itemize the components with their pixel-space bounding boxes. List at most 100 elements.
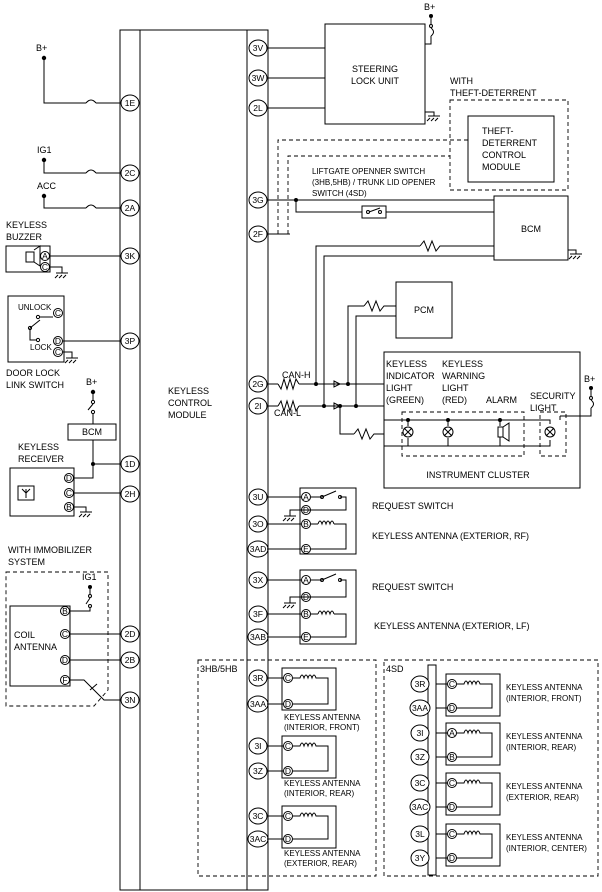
ig1-label-2: IG1 — [82, 572, 97, 582]
pin-2b: 2B — [125, 655, 136, 665]
module-label-3: MODULE — [168, 410, 207, 420]
indicator-label-4: (GREEN) — [386, 395, 424, 405]
sd2-pin-b: B — [449, 752, 455, 762]
warning-label-3: LIGHT — [442, 383, 469, 393]
pin-2d: 2D — [125, 629, 136, 639]
sd-pin-3ac: 3AC — [412, 802, 429, 812]
steering-label-2: LOCK UNIT — [351, 76, 400, 86]
receiver-label-2: RECEIVER — [18, 454, 65, 464]
lf-pin-a: A — [303, 575, 309, 585]
indicator-label-2: INDICATOR — [386, 371, 435, 381]
rf-pin-b: B — [303, 519, 309, 529]
unlock-label: UNLOCK — [18, 303, 52, 312]
lf-pin-b: B — [303, 609, 309, 619]
sd2-pin-a: A — [449, 728, 455, 738]
sd-ant4-label-2: (INTERIOR, CENTER) — [506, 844, 587, 853]
antenna-ext-lf-label: KEYLESS ANTENNA (EXTERIOR, LF) — [374, 621, 530, 631]
pin-2f: 2F — [253, 229, 263, 239]
door-pin-c: C — [55, 308, 61, 318]
liftgate-label-3: SWITCH (4SD) — [312, 189, 367, 198]
indicator-label-3: LIGHT — [386, 383, 413, 393]
pin-3ab: 3AB — [250, 632, 266, 642]
warning-label-1: KEYLESS — [442, 359, 483, 369]
theft-label-1: WITH — [450, 76, 473, 86]
theft-module-label-1: THEFT- — [482, 126, 514, 136]
theft-module-label-2: DETERRENT — [482, 138, 538, 148]
sd4-pin-c: C — [449, 829, 455, 839]
pin-3z: 3Z — [253, 766, 263, 776]
sd-pin-3y: 3Y — [415, 853, 426, 863]
door-switch-label-2: LINK SWITCH — [6, 380, 64, 390]
antenna-ext-rf-label: KEYLESS ANTENNA (EXTERIOR, RF) — [372, 531, 529, 541]
warning-label-4: (RED) — [442, 395, 467, 405]
door-switch-label-1: DOOR LOCK — [6, 368, 60, 378]
lock-label: LOCK — [30, 343, 52, 352]
security-label-2: LIGHT — [530, 403, 557, 413]
pin-3p: 3P — [125, 336, 136, 346]
module-label-2: CONTROL — [168, 398, 212, 408]
pin-3c: 3C — [253, 811, 264, 821]
sd-pin-3r: 3R — [415, 679, 426, 689]
pin-2c: 2C — [125, 168, 136, 178]
hb-ant3-label-2: (EXTERIOR, REAR) — [284, 859, 357, 868]
pin-3f: 3F — [253, 609, 263, 619]
buzzer-label-2: BUZZER — [6, 232, 43, 242]
pin-2g: 2G — [252, 379, 263, 389]
immobilizer-label-1: WITH IMMOBILIZER — [8, 545, 92, 555]
sd-pin-3l: 3L — [415, 829, 425, 839]
pin-1d: 1D — [125, 459, 136, 469]
coil-label-2: ANTENNA — [14, 642, 57, 652]
receiver-label-1: KEYLESS — [18, 442, 59, 452]
coil-pin-f: F — [62, 675, 67, 685]
pin-3w: 3W — [252, 73, 265, 83]
pin-2h: 2H — [125, 489, 136, 499]
steering-label-1: STEERING — [352, 64, 398, 74]
group-4sd-label: 4SD — [386, 664, 404, 674]
pin-3n: 3N — [125, 695, 136, 705]
pin-3k: 3K — [125, 251, 136, 261]
immobilizer-system: WITH IMMOBILIZER SYSTEM IG1 COIL ANTENNA… — [5, 545, 121, 707]
sd3-pin-d: D — [449, 802, 455, 812]
sd3-pin-c: C — [449, 778, 455, 788]
hb-ant1-label-2: (INTERIOR, FRONT) — [284, 723, 360, 732]
liftgate-label-2: (3HB,5HB) / TRUNK LID OPENER — [312, 178, 436, 187]
theft-module-label-4: MODULE — [482, 162, 521, 172]
bcm-label: BCM — [521, 224, 541, 234]
instrument-cluster: KEYLESS INDICATOR LIGHT (GREEN) KEYLESS … — [383, 351, 595, 489]
hb-ant3-label-1: KEYLESS ANTENNA — [284, 849, 361, 858]
hb3-pin-c: C — [285, 811, 291, 821]
theft-label-2: THEFT-DETERRENT — [450, 88, 537, 98]
pin-3ad: 3AD — [250, 544, 267, 554]
b-plus-label-3: B+ — [424, 2, 435, 12]
sd-ant3-label-2: (EXTERIOR, REAR) — [506, 793, 579, 802]
request-switch-label-1: REQUEST SWITCH — [372, 501, 453, 511]
circuit-1e: B+ — [36, 43, 121, 104]
b-plus-label-2: B+ — [86, 377, 97, 387]
door-pin-d: D — [55, 336, 61, 346]
sd-pin-3aa: 3AA — [412, 703, 428, 713]
circuit-2c: IG1 — [37, 145, 121, 174]
buzzer-label-1: KEYLESS — [6, 220, 47, 230]
pcm-label: PCM — [414, 305, 434, 315]
pin-2l: 2L — [253, 103, 263, 113]
sd-ant4-label-1: KEYLESS ANTENNA — [506, 833, 583, 842]
sd-pin-3z: 3Z — [415, 752, 425, 762]
receiver-pin-d: D — [66, 473, 72, 483]
hb-ant2-label-1: KEYLESS ANTENNA — [284, 779, 361, 788]
can-bus: PCM CAN-H CAN-L — [267, 239, 494, 441]
pin-3o: 3O — [252, 519, 264, 529]
rf-pin-e: E — [303, 544, 309, 554]
hb-ant2-label-2: (INTERIOR, REAR) — [284, 789, 355, 798]
bcm-small-label: BCM — [82, 427, 102, 437]
group-3hb-label: 3HB/5HB — [200, 664, 238, 674]
coil-pin-b: B — [62, 606, 68, 616]
buzzer-pin-a: A — [42, 251, 48, 261]
hb3-pin-d: D — [285, 834, 291, 844]
alarm-label: ALARM — [486, 395, 517, 405]
pin-2i: 2I — [254, 401, 261, 411]
can-l-label: CAN-L — [274, 408, 301, 418]
coil-label-1: COIL — [14, 630, 35, 640]
coil-pin-c: C — [62, 629, 68, 639]
pin-3aa: 3AA — [250, 699, 266, 709]
pin-3ac: 3AC — [250, 834, 267, 844]
